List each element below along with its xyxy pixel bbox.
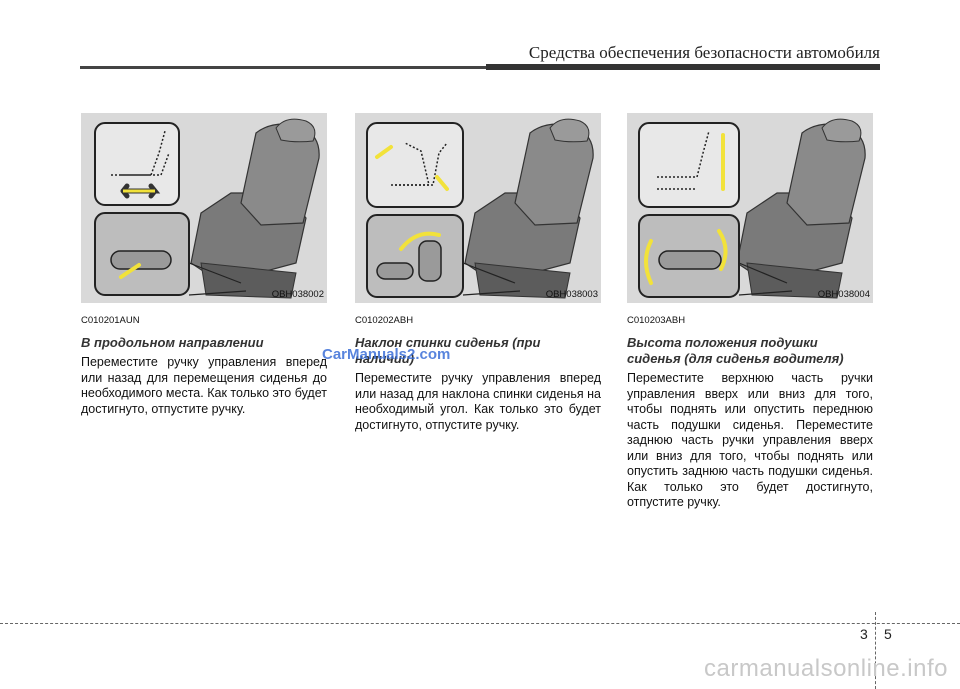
doc-code: C010201AUN xyxy=(81,315,140,326)
header-rule-accent xyxy=(486,64,880,70)
section-title: Наклон спинки сиденья (при наличии) xyxy=(355,335,541,366)
inset-position-diagram xyxy=(638,122,740,208)
seat-icon xyxy=(464,118,594,299)
seat-illustration xyxy=(366,118,594,299)
inset-handle-diagram xyxy=(366,214,521,298)
inset-position-diagram xyxy=(366,122,464,208)
doc-code: C010202ABH xyxy=(355,315,414,326)
chapter-number: 3 xyxy=(860,626,868,642)
header-rule xyxy=(80,66,880,69)
section-body: Переместите верхнюю часть ручки управлен… xyxy=(627,371,873,509)
site-watermark: carmanualsonline.info xyxy=(704,655,948,682)
section-backrest-recline: OBH038003 C010202ABH Наклон спинки сиден… xyxy=(355,113,601,433)
section-body: Переместите ручку управления вперед или … xyxy=(81,355,327,416)
section-title: В продольном направлении xyxy=(81,335,264,350)
seat-illustration xyxy=(638,118,866,299)
inset-handle-diagram xyxy=(638,214,793,298)
section-body: Переместите ручку управления вперед или … xyxy=(355,371,601,432)
page-number-divider xyxy=(875,612,876,689)
footer-rule xyxy=(0,623,960,624)
seat-icon xyxy=(190,118,320,299)
doc-code: C010203ABH xyxy=(627,315,686,326)
page-number: 5 xyxy=(884,626,892,642)
section-fore-aft: OBH038002 C010201AUN В продольном направ… xyxy=(81,113,327,417)
seat-icon xyxy=(736,118,866,299)
section-cushion-height: OBH038004 C010203ABH Высота положения по… xyxy=(627,113,873,511)
figure-code: OBH038002 xyxy=(271,289,324,300)
watermark-overlay: CarManuals2.com xyxy=(322,346,451,363)
figure-cushion-height: OBH038004 xyxy=(627,113,873,303)
inset-position-diagram xyxy=(94,122,180,206)
figure-fore-aft: OBH038002 xyxy=(81,113,327,303)
section-title: Высота положения подушки сиденья (для си… xyxy=(627,335,844,366)
figure-code: OBH038003 xyxy=(545,289,598,300)
seat-illustration xyxy=(94,118,320,299)
page-header-title: Средства обеспечения безопасности автомо… xyxy=(528,43,880,62)
inset-handle-diagram xyxy=(94,212,247,296)
figure-code: OBH038004 xyxy=(817,289,870,300)
figure-backrest-recline: OBH038003 xyxy=(355,113,601,303)
